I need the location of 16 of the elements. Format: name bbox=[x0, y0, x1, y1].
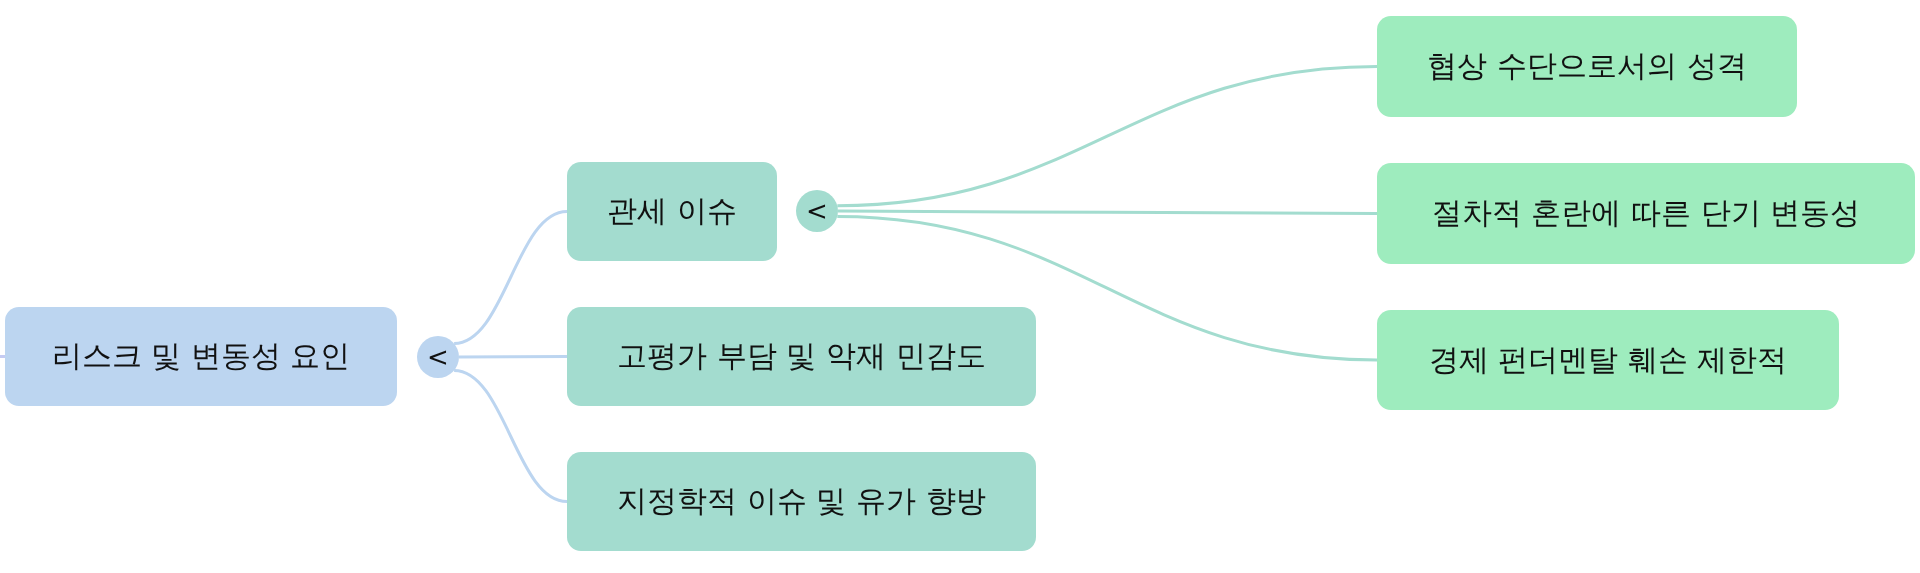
connector-line bbox=[0, 355, 5, 358]
detail-box: 경제 펀더멘탈 훼손 제한적 bbox=[1377, 310, 1839, 410]
collapse-button: < bbox=[417, 336, 459, 378]
connector-line bbox=[453, 369, 568, 503]
collapse-button: < bbox=[796, 190, 838, 232]
subtopic-box: 지정학적 이슈 및 유가 향방 bbox=[567, 452, 1036, 551]
topic-box: 리스크 및 변동성 요인 bbox=[5, 307, 397, 406]
subtopic-box: 고평가 부담 및 악재 민감도 bbox=[567, 307, 1036, 406]
connector-line bbox=[453, 210, 568, 345]
detail-box: 절차적 혼란에 따른 단기 변동성 bbox=[1377, 163, 1915, 264]
connector-line bbox=[837, 214, 1378, 362]
connector-line bbox=[459, 355, 567, 359]
connector-line bbox=[837, 65, 1378, 208]
detail-box: 협상 수단으로서의 성격 bbox=[1377, 16, 1797, 117]
subtopic-box: 관세 이슈 bbox=[567, 162, 777, 261]
connector-line bbox=[838, 209, 1377, 215]
